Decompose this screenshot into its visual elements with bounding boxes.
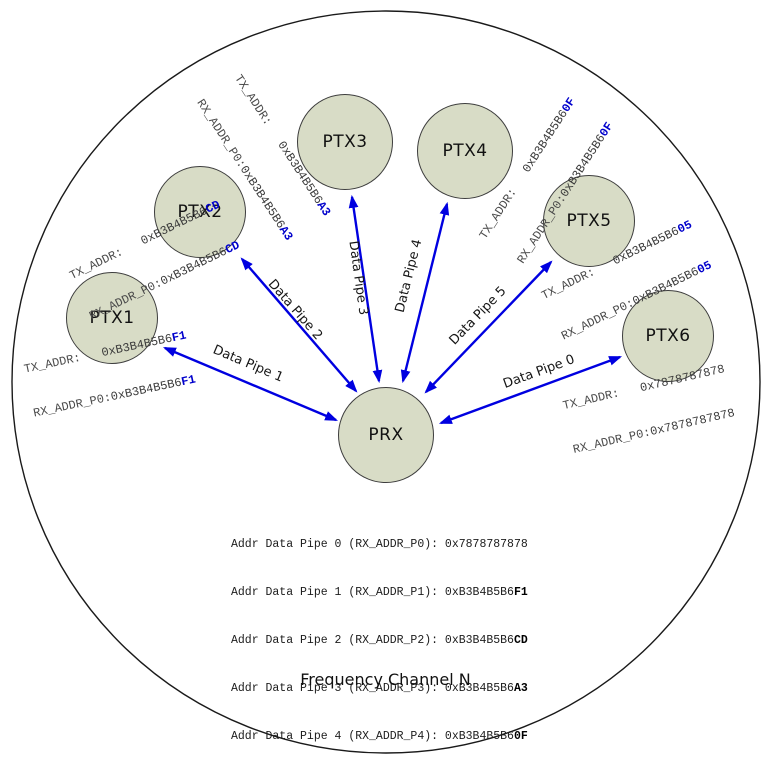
node-label: PTX6 [645, 326, 691, 346]
prx-pipe-address-table: Addr Data Pipe 0 (RX_ADDR_P0): 0x7878787… [231, 505, 528, 757]
node-label: PTX1 [89, 308, 135, 328]
node-label: PTX5 [566, 211, 612, 231]
arrow-data-pipe-0 [438, 355, 623, 425]
node-ptx3: PTX3 [297, 94, 393, 190]
node-label: PTX3 [322, 132, 368, 152]
node-ptx5: PTX5 [543, 175, 635, 267]
tx-addr-line: TX_ADDR: 0x7878787878 [561, 362, 727, 414]
node-label: PTX4 [442, 141, 488, 161]
pipe-address-row: Addr Data Pipe 3 (RX_ADDR_P3): 0xB3B4B5B… [231, 682, 528, 695]
node-label: PTX2 [177, 202, 223, 222]
frequency-channel-caption: Frequency Channel N [300, 670, 471, 689]
node-ptx4: PTX4 [417, 103, 513, 199]
node-ptx2: PTX2 [154, 166, 246, 258]
frequency-channel-boundary-circle [11, 10, 761, 754]
arrow-data-pipe-3 [348, 194, 383, 384]
node-ptx1: PTX1 [66, 272, 158, 364]
pipe-address-row: Addr Data Pipe 0 (RX_ADDR_P0): 0x7878787… [231, 538, 528, 551]
arrow-data-pipe-2 [240, 257, 358, 393]
address-lsb-highlight: F1 [180, 372, 198, 390]
pipe-address-row: Addr Data Pipe 2 (RX_ADDR_P2): 0xB3B4B5B… [231, 634, 528, 647]
node-ptx6: PTX6 [622, 290, 714, 382]
node-prx: PRX [338, 387, 434, 483]
rx-addr-line: RX_ADDR_P0:0x7878787878 [571, 405, 737, 457]
address-lsb-highlight: F1 [170, 328, 188, 346]
pipe-address-row: Addr Data Pipe 1 (RX_ADDR_P1): 0xB3B4B5B… [231, 586, 528, 599]
node-label: PRX [368, 425, 404, 445]
rx-addr-line: RX_ADDR_P0:0xB3B4B5B6F1 [32, 372, 198, 421]
pipe-address-row: Addr Data Pipe 4 (RX_ADDR_P4): 0xB3B4B5B… [231, 730, 528, 743]
